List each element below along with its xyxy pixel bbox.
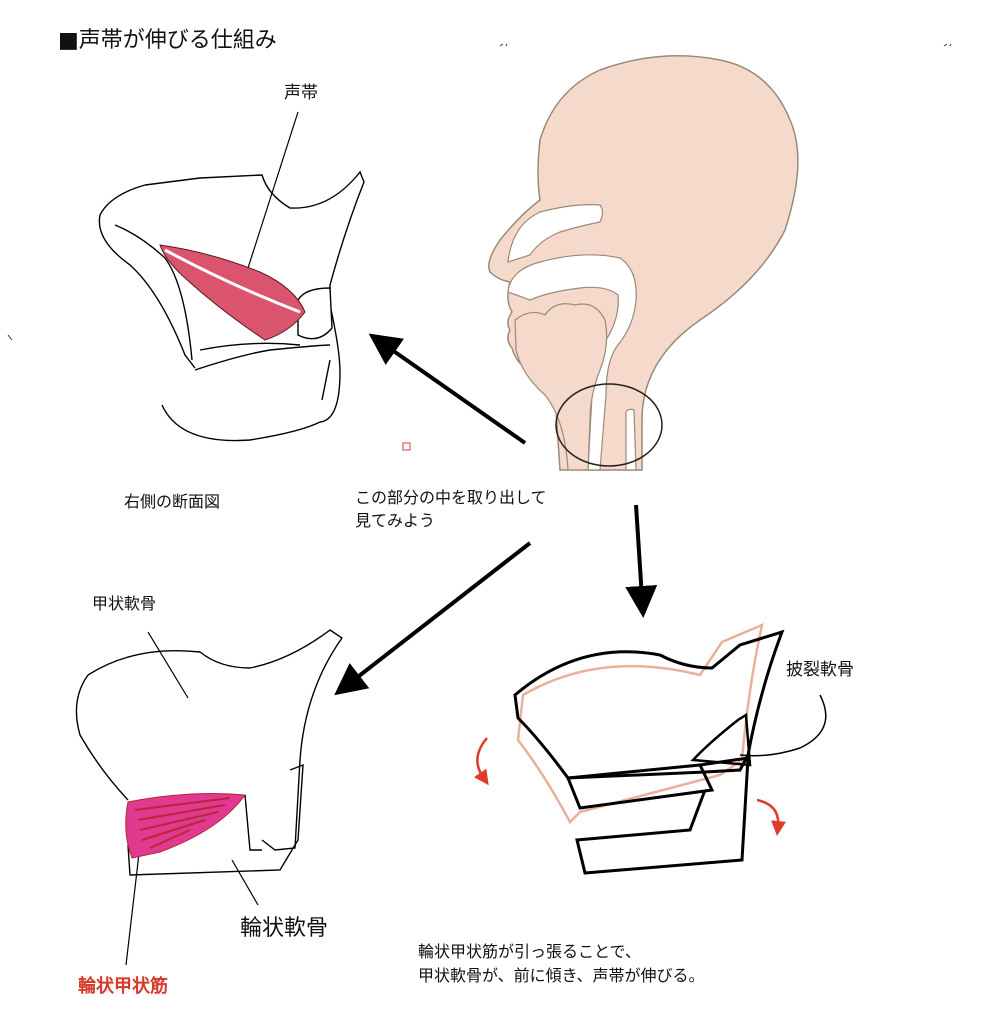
tilted-thyroid-shadow <box>516 622 764 825</box>
instruction-text: この部分の中を取り出して 見てみよう <box>355 486 615 532</box>
rotation-arrow-left <box>473 737 489 786</box>
vocal-cord-label: 声帯 <box>284 83 318 103</box>
stray-mark-3 <box>7 334 13 341</box>
cricoid-pointer <box>231 859 259 906</box>
tongue <box>514 303 608 471</box>
thyroid-front-edge <box>75 674 129 801</box>
epiglottis-inner <box>114 224 193 361</box>
vocal-cord-body <box>159 244 306 341</box>
cricoid-ring-bold <box>575 756 750 875</box>
arytenoid-bold <box>690 712 752 767</box>
cricoid-ring-bottom <box>161 404 321 442</box>
arytenoid-cylinder <box>297 287 333 340</box>
thyroid-outline-bold <box>513 629 785 780</box>
cricoid-lower-notch <box>244 794 262 851</box>
vocal-pointer-line <box>247 111 299 269</box>
thyroid-outline-top <box>144 170 365 423</box>
arrow-to-thyroid <box>334 541 532 696</box>
cricoid-cartilage-label: 輪状軟骨 <box>240 916 329 941</box>
cricothyroid-muscle-shape <box>125 793 246 859</box>
vocal-fold-lower <box>199 342 301 351</box>
vocal-cord-shape <box>159 244 306 341</box>
caption-line-2: 甲状軟骨が、前に傾き、声帯が伸びる。 <box>418 966 705 985</box>
small-marker-icon <box>402 442 411 451</box>
focus-ellipse <box>555 383 663 467</box>
arytenoid-cartilage-label: 披裂軟骨 <box>786 660 854 680</box>
cricoid-back <box>321 359 331 401</box>
thyroid-cartilage-label: 甲状軟骨 <box>92 594 157 613</box>
cricoid-plate-bold <box>565 763 715 810</box>
head-profile <box>488 55 799 471</box>
oral-airway <box>507 254 637 471</box>
epiglottis <box>98 184 196 369</box>
nasal-cavity <box>507 204 604 263</box>
vocal-cord-glottis <box>164 248 301 314</box>
arrow-to-tilted <box>625 504 658 618</box>
thyroid-cricoid-diagram <box>75 629 343 966</box>
stray-mark-1 <box>499 43 508 47</box>
rotation-arrow-right <box>756 798 786 836</box>
cricoid-back-plate <box>127 763 304 876</box>
muscle-fibers <box>134 797 231 849</box>
thyroid-pointer <box>147 631 189 699</box>
arrow-to-section <box>368 333 527 445</box>
instruction-line-1: この部分の中を取り出して <box>355 488 547 507</box>
caption: 輪状甲状筋が引っ張ることで、 甲状軟骨が、前に傾き、声帯が伸びる。 <box>418 940 818 988</box>
thyroid-cartilage-outline <box>87 629 343 851</box>
larynx-cross-section <box>98 111 365 442</box>
right-section-label: 右側の断面図 <box>124 492 221 511</box>
tilted-larynx-diagram <box>473 622 827 875</box>
instruction-line-2: 見てみよう <box>355 511 436 530</box>
arytenoid-pointer <box>739 694 827 757</box>
caption-line-1: 輪状甲状筋が引っ張ることで、 <box>418 942 641 961</box>
page-title: ■声帯が伸びる仕組み <box>58 28 277 53</box>
cricoid-inner <box>194 344 331 371</box>
cricothyroid-muscle-label: 輪状甲状筋 <box>78 976 168 997</box>
stray-mark-2 <box>943 43 952 47</box>
muscle-pointer <box>125 844 141 966</box>
